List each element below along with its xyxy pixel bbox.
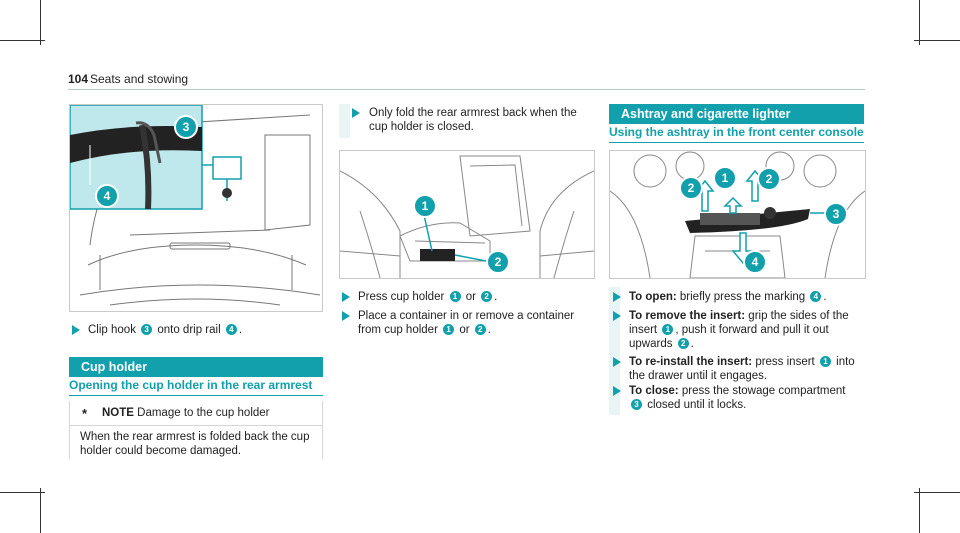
armrest-illustration: [340, 155, 594, 278]
callout-badge: 1: [662, 324, 674, 335]
step-place-container: Place a container in or remove a contain…: [358, 310, 575, 336]
subsection-rule: [609, 142, 864, 143]
steps-bar: [609, 287, 620, 415]
subsection-ashtray: Using the ashtray in the front center co…: [609, 125, 864, 139]
section-cup-holder: Cup holder: [69, 357, 323, 377]
step-reinstall-insert: To re-install the insert: press insert 1…: [629, 356, 855, 382]
step-arrow-icon: [613, 292, 621, 302]
callout-4: 4: [95, 184, 119, 208]
ashtray-figure: 2 1 2 3 4: [609, 150, 866, 279]
running-header: Seats and stowing: [90, 72, 189, 86]
section-ashtray: Ashtray and cigarette lighter: [609, 104, 864, 124]
callout-1: 1: [413, 194, 437, 218]
step-close: To close: press the stowage compartment …: [629, 385, 846, 411]
crop-mark: [0, 492, 45, 493]
callout-2: 2: [757, 167, 781, 191]
callout-badge: 1: [819, 356, 831, 367]
trunk-figure: 3 4: [69, 104, 323, 312]
callout-badge: 3: [631, 399, 642, 410]
crop-mark: [40, 488, 41, 533]
callout-badge: 4: [810, 291, 822, 302]
armrest-figure: 1 2: [339, 150, 595, 279]
step-arrow-icon: [342, 292, 350, 302]
crop-mark: [0, 40, 45, 41]
step-arrow-icon: [613, 386, 621, 396]
subsection-cup-holder: Opening the cup holder in the rear armre…: [69, 378, 313, 392]
note-header: * NOTE Damage to the cup holder: [70, 401, 322, 426]
callout-4: 4: [743, 250, 767, 274]
callout-badge: 4: [225, 324, 237, 335]
crop-mark: [919, 488, 920, 533]
note-title: NOTE Damage to the cup holder: [102, 407, 270, 419]
note-body: When the rear armrest is folded back the…: [80, 431, 310, 457]
step-arrow-icon: [72, 325, 80, 335]
crop-mark: [914, 40, 960, 41]
callout-badge: 1: [443, 324, 455, 335]
step-arrow-icon: [613, 357, 621, 367]
step-open: To open: briefly press the marking 4.: [629, 291, 827, 303]
callout-badge: 1: [449, 291, 461, 302]
header-rule: [68, 89, 865, 90]
callout-2: 2: [679, 176, 703, 200]
note-icon: *: [82, 406, 88, 421]
callout-badge: 2: [677, 338, 689, 349]
crop-mark: [40, 0, 41, 45]
intro-note: Only fold the rear armrest back when the…: [369, 107, 577, 133]
callout-1: 1: [713, 166, 737, 190]
step-arrow-icon: [352, 108, 360, 118]
step-clip-hook: Clip hook 3 onto drip rail 4.: [88, 324, 243, 336]
callout-badge: 3: [141, 324, 153, 335]
crop-mark: [919, 0, 920, 45]
callout-badge: 2: [474, 324, 486, 335]
trunk-illustration: [70, 105, 321, 306]
crop-mark: [914, 492, 960, 493]
callout-2: 2: [486, 250, 510, 274]
subsection-rule: [69, 395, 323, 396]
step-arrow-icon: [342, 311, 350, 321]
step-press-cup-holder: Press cup holder 1 or 2.: [358, 291, 498, 303]
page-number: 104: [68, 72, 89, 86]
note-box: * NOTE Damage to the cup holder When the…: [69, 401, 323, 459]
step-remove-insert: To remove the insert: grip the sides of …: [629, 310, 849, 350]
callout-badge: 2: [481, 291, 493, 302]
step-arrow-icon: [613, 311, 621, 321]
callout-3: 3: [824, 202, 848, 226]
info-bar: [339, 104, 350, 138]
callout-3: 3: [174, 115, 198, 139]
